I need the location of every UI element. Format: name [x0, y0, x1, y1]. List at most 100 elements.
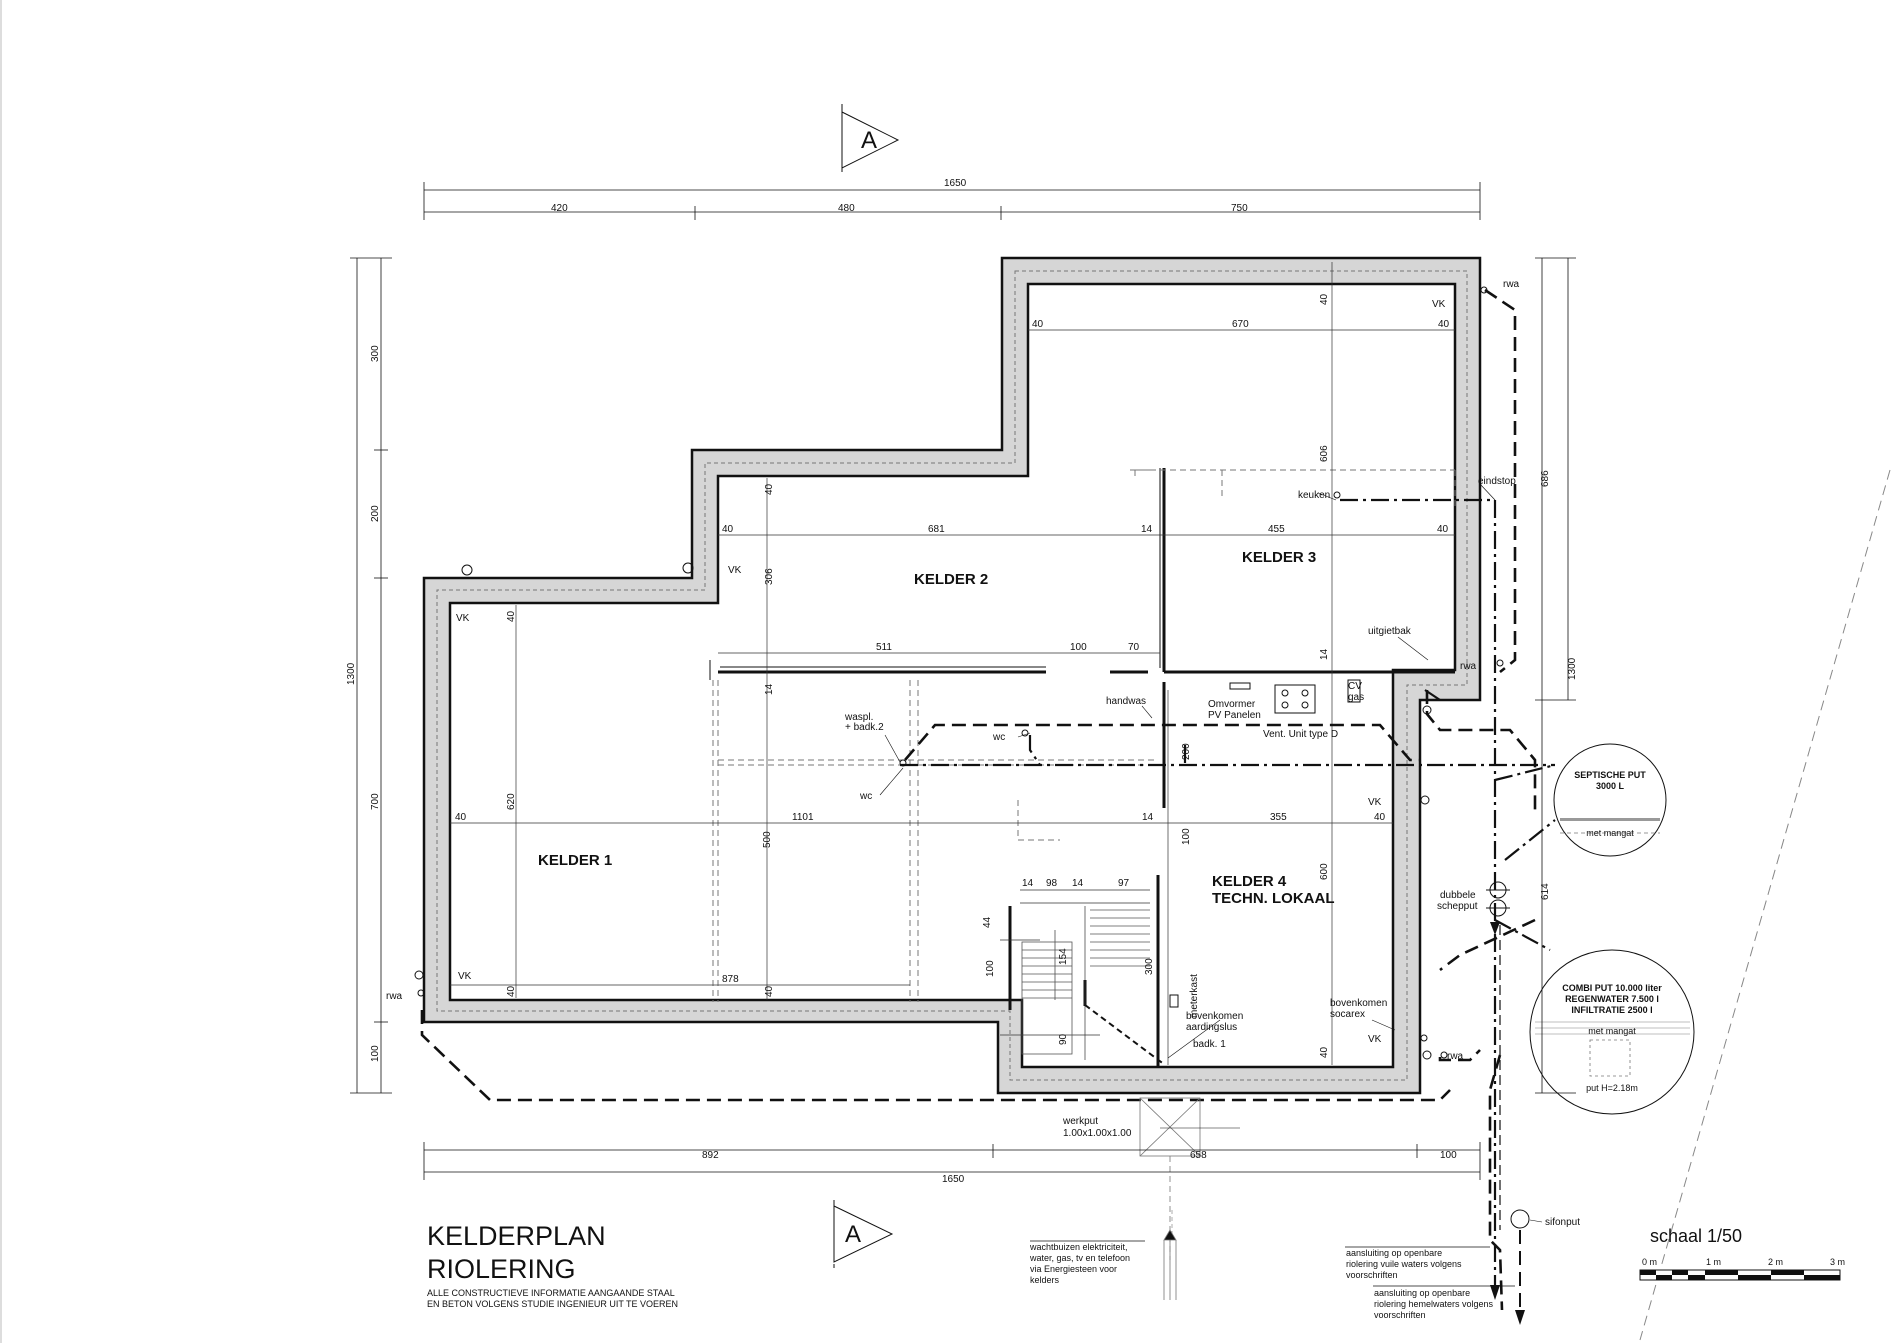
dim-k3b-width: 455 — [1268, 524, 1285, 535]
dim-wall-40b: 40 — [764, 985, 775, 997]
label-omvormer-2: PV Panelen — [1208, 710, 1261, 721]
dim-right-lower: 614 — [1540, 883, 1551, 900]
label-omvormer-1: Omvormer — [1208, 699, 1256, 710]
dim-top-total: 1650 — [944, 178, 967, 189]
label-eindstop: eindstop — [1478, 476, 1516, 487]
dim-right-total: 1300 — [1567, 657, 1578, 680]
label-werkput-2: 1.00x1.00x1.00 — [1063, 1128, 1132, 1139]
dim-k2-wall-top: 40 — [764, 483, 775, 495]
dim-500: 500 — [762, 831, 773, 848]
aansluiting-vuil-note: aansluiting op openbare riolering vuile … — [1345, 1246, 1490, 1280]
septic-tank-label-1: SEPTISCHE PUT — [1574, 770, 1646, 780]
aansluiting-hemel-line-3: voorschriften — [1374, 1310, 1426, 1320]
dim-k3-wall-l: 40 — [1032, 319, 1044, 330]
dim-k3-wall-top: 40 — [1319, 293, 1330, 305]
label-keuken: keuken — [1298, 490, 1330, 501]
scale-tick-2: 2 m — [1768, 1257, 1783, 1267]
dim-k3-wall-r: 40 — [1438, 319, 1450, 330]
aansluiting-hemel-line-1: aansluiting op openbare — [1374, 1288, 1470, 1298]
scale-label: schaal 1/50 — [1650, 1226, 1742, 1246]
section-marker-top: A — [841, 104, 900, 172]
dim-left-seg2: 200 — [370, 505, 381, 522]
dim-bottom-seg1: 892 — [702, 1150, 719, 1161]
dim-14b: 14 — [1319, 648, 1330, 660]
dim-97: 97 — [1118, 878, 1130, 889]
wachtbuizen-line-4: kelders — [1030, 1275, 1060, 1285]
label-sifonput: sifonput — [1545, 1217, 1580, 1228]
aansluiting-hemel-note: aansluiting op openbare riolering hemelw… — [1373, 1285, 1515, 1320]
note-line-2: EN BETON VOLGENS STUDIE INGENIEUR UIT TE… — [427, 1299, 678, 1309]
label-vk-k3: VK — [1432, 299, 1446, 310]
label-handwas: handwas — [1106, 696, 1146, 707]
dimension-lines — [350, 182, 1576, 1180]
label-wc-2: wc — [859, 791, 872, 802]
dim-top-seg1: 420 — [551, 203, 568, 214]
label-badk1: badk. 1 — [1193, 1039, 1226, 1050]
scale-tick-0: 0 m — [1642, 1257, 1657, 1267]
label-meterkast: meterkast — [1189, 974, 1200, 1018]
dim-left-seg3: 700 — [370, 793, 381, 810]
aansluiting-vuil-line-1: aansluiting op openbare — [1346, 1248, 1442, 1258]
dim-14a: 14 — [764, 683, 775, 695]
combi-tank-height: put H=2.18m — [1586, 1083, 1638, 1093]
dim-k2-width: 681 — [928, 524, 945, 535]
pipe-arrows — [1490, 922, 1525, 1325]
dim-k4-width: 355 — [1270, 812, 1287, 823]
label-rwa-left: rwa — [386, 991, 403, 1002]
wachtbuizen-line-2: water, gas, tv en telefoon — [1029, 1253, 1130, 1263]
dim-bottom-seg3: 100 — [1440, 1150, 1457, 1161]
leader-lines — [879, 483, 1543, 1223]
dim-bottom-seg2: 658 — [1190, 1150, 1207, 1161]
dim-k2-height: 306 — [764, 568, 775, 585]
title-line-1: KELDERPLAN — [427, 1221, 606, 1251]
combi-tank-label-1: COMBI PUT 10.000 liter — [1562, 983, 1662, 993]
label-werkput-1: werkput — [1062, 1116, 1098, 1127]
dim-14d: 14 — [1022, 878, 1034, 889]
label-aardingslus: aardingslus — [1186, 1022, 1237, 1033]
dim-90: 90 — [1058, 1033, 1069, 1045]
label-rwa-top: rwa — [1503, 279, 1520, 290]
label-wc-1: wc — [992, 732, 1005, 743]
dim-left-total: 1300 — [346, 662, 357, 685]
combi-tank-label-3: INFILTRATIE 2500 l — [1571, 1005, 1652, 1015]
dim-70: 70 — [1128, 642, 1140, 653]
aansluiting-hemel-line-2: riolering hemelwaters volgens — [1374, 1299, 1494, 1309]
scale-bar — [1639, 1269, 1841, 1281]
aansluiting-vuil-line-3: voorschriften — [1346, 1270, 1398, 1280]
combi-tank: COMBI PUT 10.000 liter REGENWATER 7.500 … — [1529, 949, 1695, 1115]
room-kelder-4-line1: KELDER 4 — [1212, 873, 1287, 890]
dim-98: 98 — [1046, 878, 1058, 889]
scale-tick-3: 3 m — [1830, 1257, 1845, 1267]
septic-tank-label-2: 3000 L — [1596, 781, 1625, 791]
dim-44: 44 — [982, 916, 993, 928]
label-vk-k2: VK — [728, 565, 742, 576]
stair — [1021, 909, 1166, 1066]
label-bovenkomen-2: bovenkomen — [1330, 998, 1387, 1009]
dim-k3-height: 606 — [1319, 445, 1330, 462]
title-block: KELDERPLAN RIOLERING ALLE CONSTRUCTIEVE … — [427, 1221, 678, 1309]
dim-k1-wall-top: 40 — [506, 610, 517, 622]
combi-tank-label-2: REGENWATER 7.500 l — [1565, 994, 1659, 1004]
dim-k3b-wall: 40 — [1437, 524, 1449, 535]
dim-bottom-total: 1650 — [942, 1174, 965, 1185]
dim-wall-40c: 40 — [1319, 1046, 1330, 1058]
dim-154: 154 — [1058, 948, 1069, 965]
title-line-2: RIOLERING — [427, 1254, 576, 1284]
dim-200: 200 — [1181, 743, 1192, 760]
dim-14c: 14 — [1142, 812, 1154, 823]
dim-top-seg3: 750 — [1231, 203, 1248, 214]
wachtbuizen-line-3: via Energiesteen voor — [1030, 1264, 1117, 1274]
dim-left-seg1: 300 — [370, 345, 381, 362]
septic-tank: SEPTISCHE PUT 3000 L met mangat — [1553, 743, 1667, 857]
label-dubbele: dubbele — [1440, 890, 1476, 901]
label-waspl-2: + badk.2 — [845, 722, 884, 733]
dim-right-upper: 686 — [1540, 470, 1551, 487]
outer-walls — [422, 256, 1482, 1095]
section-marker-top-label: A — [861, 127, 877, 154]
label-gas: gas — [1348, 692, 1364, 703]
dim-k3-width: 670 — [1232, 319, 1249, 330]
room-kelder-1: KELDER 1 — [538, 852, 612, 869]
label-rwa-mid: rwa — [1460, 661, 1477, 672]
dim-k1-wall-l: 40 — [455, 812, 467, 823]
